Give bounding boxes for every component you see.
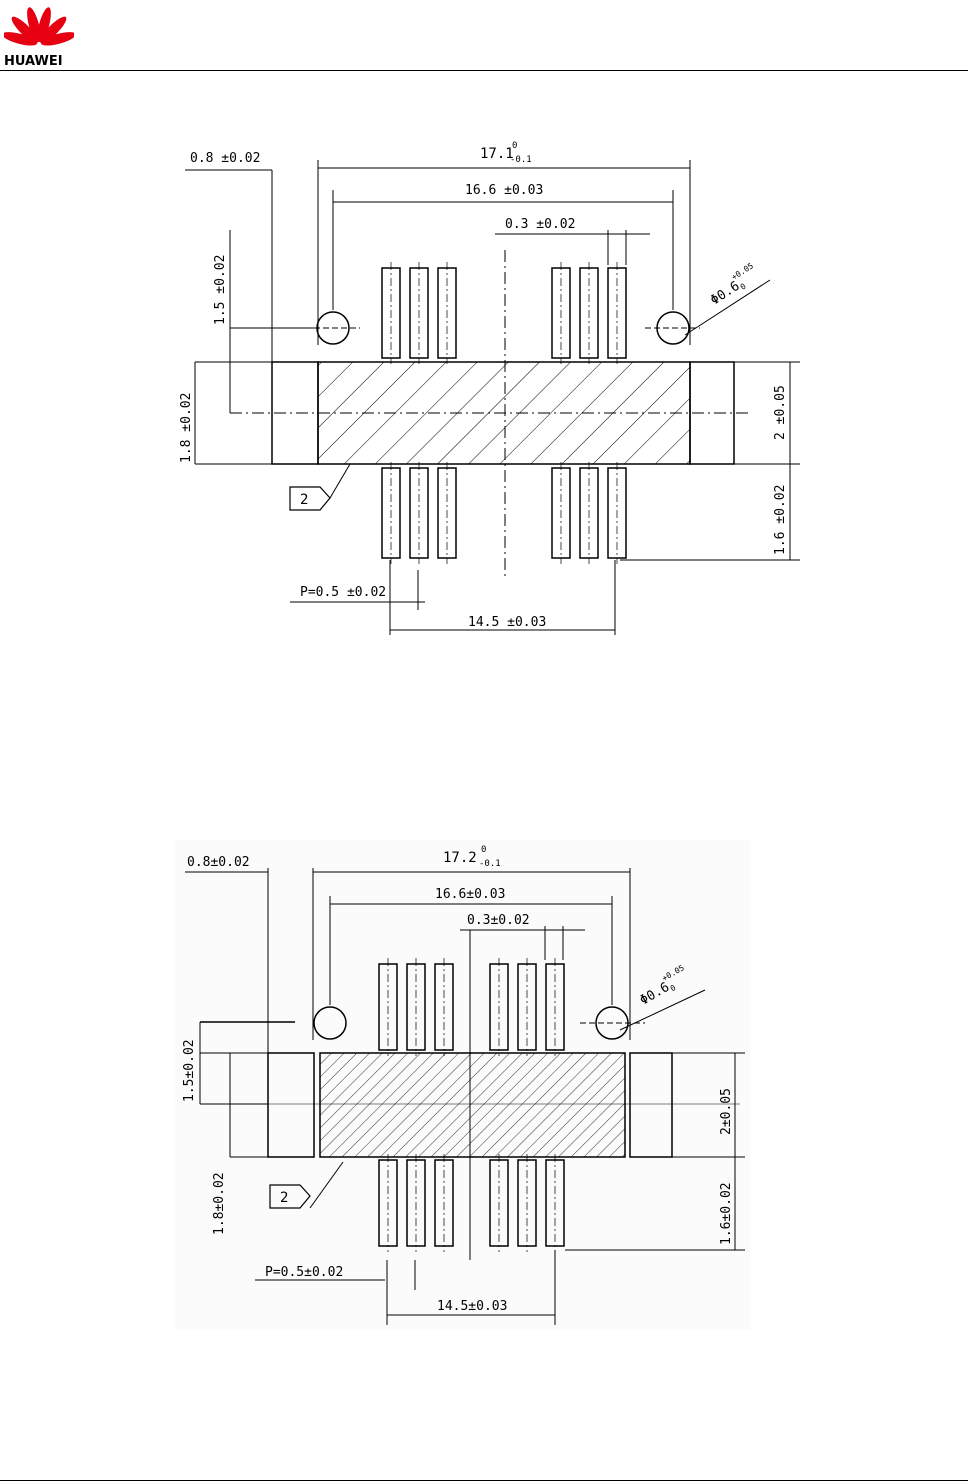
edge-offset-dim: 0.8 ±0.02: [190, 151, 260, 166]
callout-number: 2: [280, 1190, 288, 1206]
callout-number: 2: [300, 492, 308, 508]
hole-spacing-dim: 16.6 ±0.03: [465, 183, 543, 198]
pin-span-dim: 14.5 ±0.03: [468, 615, 546, 630]
pin-length-dim: 1.6±0.02: [719, 1182, 734, 1245]
body-height-right-dim: 2±0.05: [719, 1088, 734, 1135]
pin-width-dim: 0.3±0.02: [467, 913, 530, 928]
total-width-tol-lower: -0.1: [479, 859, 501, 869]
page-header: HUAWEI: [0, 0, 968, 72]
hole-offset-dim: 1.5 ±0.02: [213, 255, 228, 325]
hole-diameter-dim: Φ0.6: [708, 279, 742, 309]
hole-spacing-dim: 16.6±0.03: [435, 887, 505, 902]
hole-diameter-dim: Φ0.6: [638, 980, 673, 1009]
hole-diameter-tol-upper: +0.05: [660, 963, 686, 983]
total-width-dim: 17.2: [443, 850, 477, 866]
body-height-right-dim: 2 ±0.05: [773, 385, 788, 440]
pin-width-dim: 0.3 ±0.02: [505, 217, 575, 232]
total-width-tol-lower: -0.1: [510, 155, 532, 165]
hole-diameter-tol-upper: +0.05: [730, 261, 755, 282]
pin-length-dim: 1.6 ±0.02: [773, 485, 788, 555]
pitch-dim: P=0.5±0.02: [265, 1265, 343, 1280]
hole-offset-dim: 1.5±0.02: [182, 1039, 197, 1102]
pitch-dim: P=0.5 ±0.02: [300, 585, 386, 600]
total-width-tol-upper: 0: [512, 141, 517, 151]
body-height-left-dim: 1.8±0.02: [212, 1172, 227, 1235]
edge-offset-dim: 0.8±0.02: [187, 855, 250, 870]
brand-name: HUAWEI: [4, 54, 63, 69]
footer-divider: [0, 1480, 968, 1481]
pin-span-dim: 14.5±0.03: [437, 1299, 507, 1314]
bottom-footprint-drawing: 0.8±0.02 17.2 0 -0.1 16.6±0.03 0.3±0.02 …: [175, 840, 750, 1330]
top-footprint-drawing: 0.8 ±0.02 17.1 0 -0.1 16.6 ±0.03 0.3 ±0.…: [180, 130, 800, 650]
header-divider: [0, 70, 968, 71]
total-width-dim: 17.1: [480, 146, 514, 162]
body-height-left-dim: 1.8 ±0.02: [180, 393, 194, 463]
total-width-tol-upper: 0: [481, 845, 486, 855]
